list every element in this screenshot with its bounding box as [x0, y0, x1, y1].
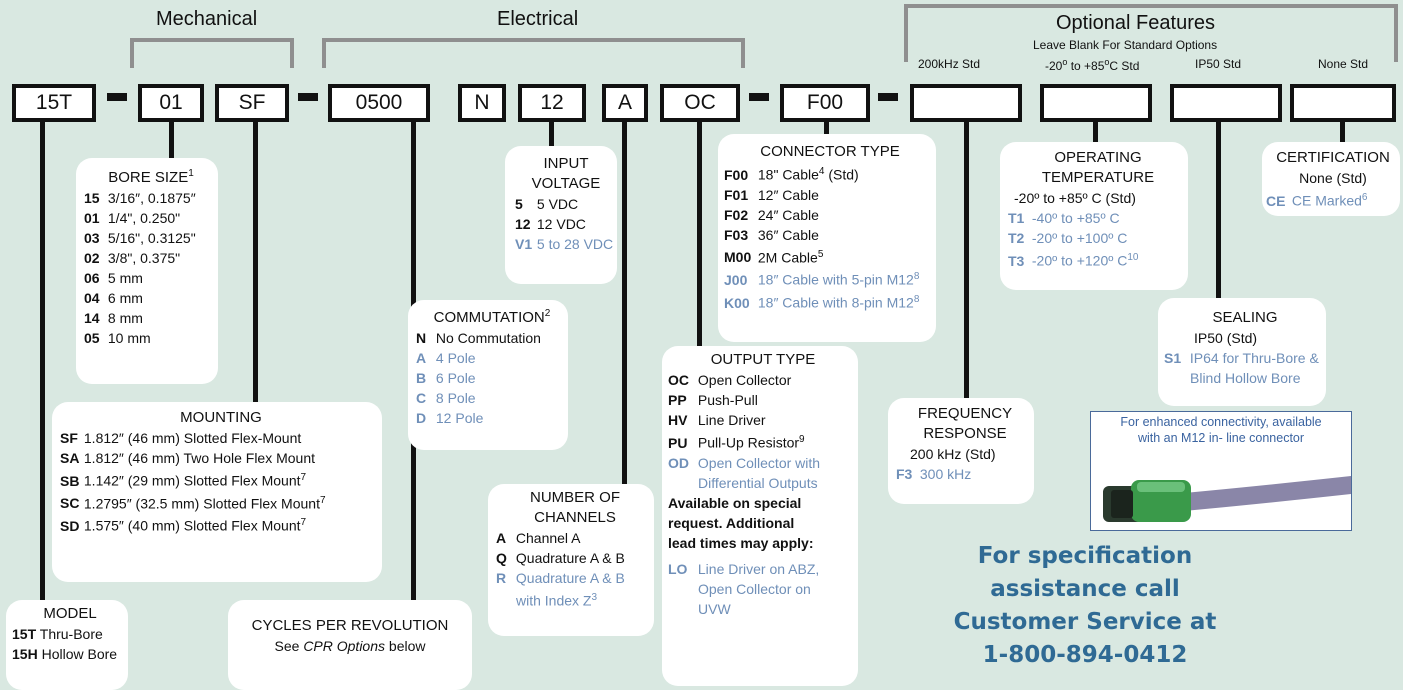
connector-line-mounting [253, 122, 258, 404]
connector-line-channels [622, 122, 627, 488]
connectivity-panel: For enhanced connectivity, available wit… [1090, 411, 1352, 531]
box-temperature [1040, 84, 1152, 122]
connector-line-certification [1340, 122, 1345, 142]
connectivity-text: For enhanced connectivity, available wit… [1120, 415, 1322, 445]
box-certification [1290, 84, 1396, 122]
mounting-title: MOUNTING [180, 409, 262, 426]
group-label-electrical: Electrical [497, 8, 579, 30]
connector-title: CONNECTOR TYPE [760, 143, 900, 160]
box-frequency [910, 84, 1022, 122]
box-output-type: OC [660, 84, 740, 122]
connector-line-bore [169, 122, 174, 160]
certification-card: CERTIFICATION None (Std) CE CE Marked6 [1262, 142, 1400, 216]
bracket-optional [904, 4, 1398, 62]
cpr-card: CYCLES PER REVOLUTION See CPR Options be… [228, 600, 472, 690]
std-label-certification: None Std [1318, 57, 1369, 71]
connector-line-frequency [964, 122, 969, 398]
std-label-frequency: 200kHz Std [918, 57, 981, 71]
connector-line-connector [824, 122, 829, 134]
commutation-title: COMMUTATION2 [433, 308, 551, 326]
model-title: MODEL [43, 605, 97, 622]
group-label-mechanical: Mechanical [156, 8, 258, 30]
dash-separator [107, 93, 127, 101]
connector-line-temperature [1093, 122, 1098, 142]
bracket-mechanical [130, 38, 294, 68]
certification-title: CERTIFICATION [1276, 149, 1390, 166]
box-commutation: N [458, 84, 506, 122]
dash-separator [749, 93, 769, 101]
box-channels: A [602, 84, 648, 122]
connector-line-input-voltage [549, 122, 554, 148]
box-connector: F00 [780, 84, 870, 122]
sealing-title: SEALING [1212, 309, 1278, 326]
cpr-title: CYCLES PER REVOLUTION [251, 617, 449, 634]
output-type-title: OUTPUT TYPE [710, 351, 816, 368]
group-sublabel-optional: Leave Blank For Standard Options [1033, 38, 1218, 52]
sealing-card: SEALING IP50 (Std) S1 IP64 for Thru-Bore… [1158, 298, 1326, 406]
customer-service-phone: 1-800-894-0412 [982, 642, 1188, 668]
box-mounting: SF [215, 84, 289, 122]
box-bore-size: 01 [138, 84, 204, 122]
connector-card: CONNECTOR TYPE F00 18" Cable4 (Std) F01 … [718, 134, 936, 342]
group-label-optional: Optional Features [1056, 12, 1215, 34]
m12-connector-image [1103, 476, 1351, 522]
customer-service-callout: For specification assistance call Custom… [935, 540, 1235, 672]
connector-line-output [697, 122, 702, 348]
box-model: 15T [12, 84, 96, 122]
connector-line-model [40, 122, 45, 602]
box-sealing [1170, 84, 1282, 122]
commutation-card: COMMUTATION2 N No Commutation A 4 Pole B… [408, 300, 568, 450]
connector-line-sealing [1216, 122, 1221, 298]
output-type-card: OUTPUT TYPE OC Open Collector PP Push-Pu… [662, 346, 858, 686]
bracket-electrical [322, 38, 745, 68]
std-label-temperature: -20o to +85oC Std [1045, 57, 1140, 73]
bore-size-title: BORE SIZE1 [108, 168, 194, 186]
bore-size-card: BORE SIZE1 15 3/16″, 0.1875″ 01 1/4", 0.… [76, 158, 218, 384]
box-input-voltage: 12 [518, 84, 586, 122]
mounting-card: MOUNTING SF 1.812″ (46 mm) Slotted Flex-… [52, 402, 382, 582]
std-label-sealing: IP50 Std [1195, 57, 1242, 71]
dash-separator [298, 93, 318, 101]
model-card: MODEL 15T Thru-Bore 15H Hollow Bore [6, 600, 128, 690]
box-cpr: 0500 [328, 84, 430, 122]
dash-separator [878, 93, 898, 101]
